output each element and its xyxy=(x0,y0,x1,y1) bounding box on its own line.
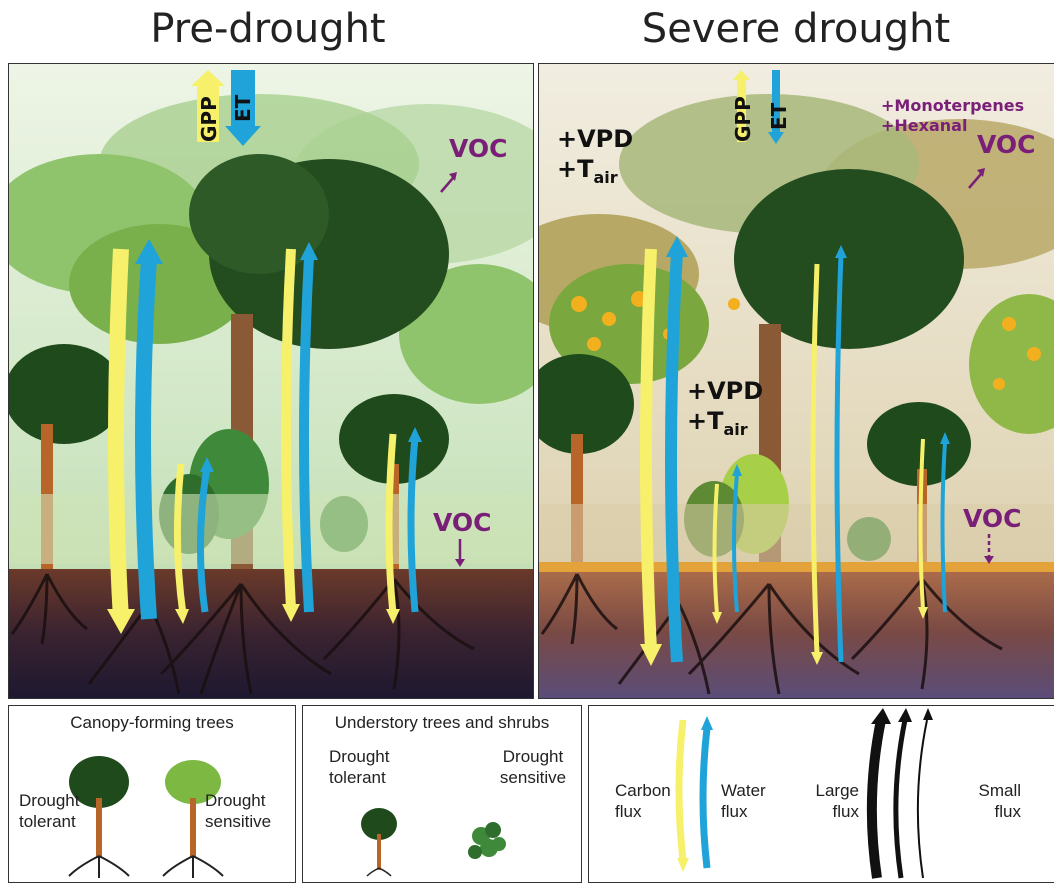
pre-voc-up-arrow xyxy=(440,177,454,193)
pre-gpp-et-arrows xyxy=(191,70,261,146)
pre-voc-bottom-label: VOC xyxy=(433,508,492,537)
severe-voc-up-arrow xyxy=(968,173,982,189)
legend-canopy-sensitive: Drought sensitive xyxy=(205,791,272,831)
severe-compounds-label: +Monoterpenes +Hexanal xyxy=(881,96,1024,136)
legend-canopy-tolerant: Drought tolerant xyxy=(19,791,80,831)
pre-et-label: ET xyxy=(231,94,255,122)
legend-understory-sensitive: Drought sensitive xyxy=(499,747,567,787)
severe-voc-bottom-label: VOC xyxy=(963,504,1022,533)
legend-canopy-trees: Canopy-forming trees Drought tolerant Dr… xyxy=(8,705,296,883)
legend-large-flux: Large flux xyxy=(815,781,859,821)
legend-understory: Understory trees and shrubs Drought tole… xyxy=(302,705,582,883)
legend-carbon-flux: Carbon flux xyxy=(615,781,671,821)
legend-understory-title: Understory trees and shrubs xyxy=(334,713,550,732)
severe-vpd-tair-top: +VPD +Tair xyxy=(557,124,633,193)
legend-small-flux: Small flux xyxy=(978,781,1021,821)
large-flux-arrow xyxy=(866,708,891,879)
severe-drought-flux-arrows xyxy=(640,236,950,666)
drought-tolerant-tree-icon xyxy=(68,756,130,878)
small-flux-arrow xyxy=(916,708,933,879)
pre-gpp-label: GPP xyxy=(197,96,221,142)
understory-tolerant-tree-icon xyxy=(361,808,397,877)
severe-vpd-top-label: +VPD xyxy=(557,125,634,153)
severe-vpd-mid-label: +VPD xyxy=(687,377,764,405)
legend-canopy-icons xyxy=(68,756,224,878)
monoterpenes-label: +Monoterpenes xyxy=(881,96,1025,115)
pre-drought-title: Pre-drought xyxy=(150,6,386,52)
severe-drought-title: Severe drought xyxy=(641,6,951,52)
understory-sensitive-shrub-icon xyxy=(468,822,506,859)
severe-et-label: ET xyxy=(767,102,791,130)
legend-water-flux: Water flux xyxy=(721,781,766,821)
pre-drought-scene xyxy=(9,64,533,698)
severe-tair-mid-label: +Tair xyxy=(687,407,748,439)
medium-flux-arrow xyxy=(893,708,912,879)
severe-drought-panel: GPP ET +VPD +Tair +VPD +Tair +Monoterpen… xyxy=(538,63,1054,699)
severe-vpd-tair-mid: +VPD +Tair xyxy=(687,376,763,445)
pre-drought-flux-arrows xyxy=(107,239,422,634)
carbon-flux-arrow xyxy=(675,719,689,872)
legend-understory-tolerant: Drought tolerant xyxy=(329,747,390,787)
severe-tair-top-label: +Tair xyxy=(557,155,618,187)
legend-canopy-title: Canopy-forming trees xyxy=(70,713,234,732)
legend-flux-arrows xyxy=(675,708,933,879)
severe-gpp-label: GPP xyxy=(731,96,755,142)
severe-gpp-et-arrows xyxy=(733,70,784,144)
drought-sensitive-tree-icon xyxy=(162,760,224,878)
hexanal-label: +Hexanal xyxy=(881,116,968,135)
legend-understory-icons xyxy=(361,808,506,877)
legend-flux: Carbon flux Water flux Large flux Small … xyxy=(588,705,1054,883)
pre-drought-panel: GPP ET VOC VOC xyxy=(8,63,534,699)
severe-voc-top-label: VOC xyxy=(977,130,1036,159)
water-flux-arrow xyxy=(699,716,713,869)
pre-voc-top-label: VOC xyxy=(449,134,508,163)
severe-drought-scene xyxy=(539,64,1054,698)
